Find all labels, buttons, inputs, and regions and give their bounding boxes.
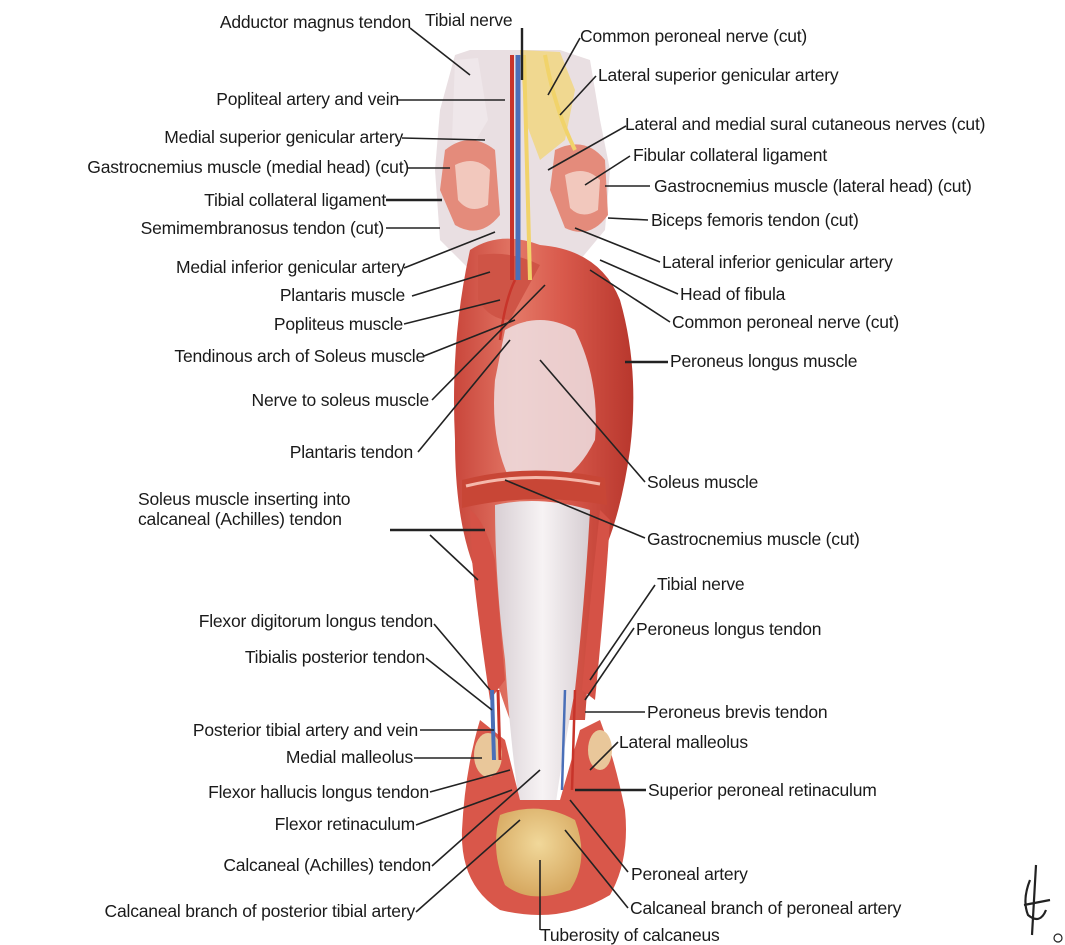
label-peroneus-longus-muscle: Peroneus longus muscle — [670, 351, 857, 371]
label-calcaneal-tendon: Calcaneal (Achilles) tendon — [223, 855, 431, 875]
label-calcaneal-branch-peroneal: Calcaneal branch of peroneal artery — [630, 898, 901, 918]
label-medial-malleolus: Medial malleolus — [286, 747, 413, 767]
label-calcaneal-branch-posterior-tibial: Calcaneal branch of posterior tibial art… — [105, 901, 415, 921]
label-common-peroneal-nerve-top: Common peroneal nerve (cut) — [580, 26, 807, 46]
label-common-peroneal-nerve-lower: Common peroneal nerve (cut) — [672, 312, 899, 332]
label-nerve-to-soleus: Nerve to soleus muscle — [252, 390, 429, 410]
label-soleus-inserting: Soleus muscle inserting into calcaneal (… — [138, 489, 350, 529]
label-tendinous-arch-soleus: Tendinous arch of Soleus muscle — [174, 346, 425, 366]
label-fibular-collateral-ligament: Fibular collateral ligament — [633, 145, 827, 165]
label-head-of-fibula: Head of fibula — [680, 284, 785, 304]
label-lateral-superior-genicular-artery: Lateral superior genicular artery — [598, 65, 838, 85]
label-tibialis-posterior-tendon: Tibialis posterior tendon — [245, 647, 425, 667]
label-soleus-muscle: Soleus muscle — [647, 472, 758, 492]
label-tuberosity-calcaneus: Tuberosity of calcaneus — [540, 925, 720, 945]
label-medial-inferior-genicular-artery: Medial inferior genicular artery — [176, 257, 405, 277]
label-biceps-femoris-tendon: Biceps femoris tendon (cut) — [651, 210, 859, 230]
label-plantaris-muscle: Plantaris muscle — [280, 285, 405, 305]
label-gastrocnemius-lateral-head: Gastrocnemius muscle (lateral head) (cut… — [654, 176, 972, 196]
label-peroneus-brevis-tendon: Peroneus brevis tendon — [647, 702, 827, 722]
label-tibial-nerve-lower: Tibial nerve — [657, 574, 744, 594]
label-medial-superior-genicular-artery: Medial superior genicular artery — [164, 127, 403, 147]
label-soleus-inserting-line2: calcaneal (Achilles) tendon — [138, 509, 350, 529]
label-posterior-tibial-artery-vein: Posterior tibial artery and vein — [193, 720, 418, 740]
label-sural-cutaneous-nerves: Lateral and medial sural cutaneous nerve… — [625, 114, 985, 134]
label-superior-peroneal-retinaculum: Superior peroneal retinaculum — [648, 780, 877, 800]
label-flexor-hallucis-longus-tendon: Flexor hallucis longus tendon — [208, 782, 429, 802]
label-flexor-retinaculum: Flexor retinaculum — [275, 814, 415, 834]
label-peroneal-artery: Peroneal artery — [631, 864, 748, 884]
label-tibial-collateral-ligament: Tibial collateral ligament — [204, 190, 386, 210]
label-lateral-malleolus: Lateral malleolus — [619, 732, 748, 752]
label-plantaris-tendon: Plantaris tendon — [290, 442, 413, 462]
label-soleus-inserting-line1: Soleus muscle inserting into — [138, 489, 350, 509]
label-semimembranosus-tendon: Semimembranosus tendon (cut) — [141, 218, 384, 238]
label-gastrocnemius-cut: Gastrocnemius muscle (cut) — [647, 529, 860, 549]
label-gastrocnemius-medial-head: Gastrocnemius muscle (medial head) (cut) — [87, 157, 409, 177]
label-popliteus-muscle: Popliteus muscle — [274, 314, 403, 334]
label-popliteal-artery-vein: Popliteal artery and vein — [216, 89, 399, 109]
label-tibial-nerve-top: Tibial nerve — [425, 10, 512, 30]
label-flexor-digitorum-longus-tendon: Flexor digitorum longus tendon — [199, 611, 433, 631]
label-lateral-inferior-genicular-artery: Lateral inferior genicular artery — [662, 252, 893, 272]
signature-mark — [1024, 865, 1062, 942]
label-adductor-magnus-tendon: Adductor magnus tendon — [220, 12, 411, 32]
label-peroneus-longus-tendon: Peroneus longus tendon — [636, 619, 821, 639]
